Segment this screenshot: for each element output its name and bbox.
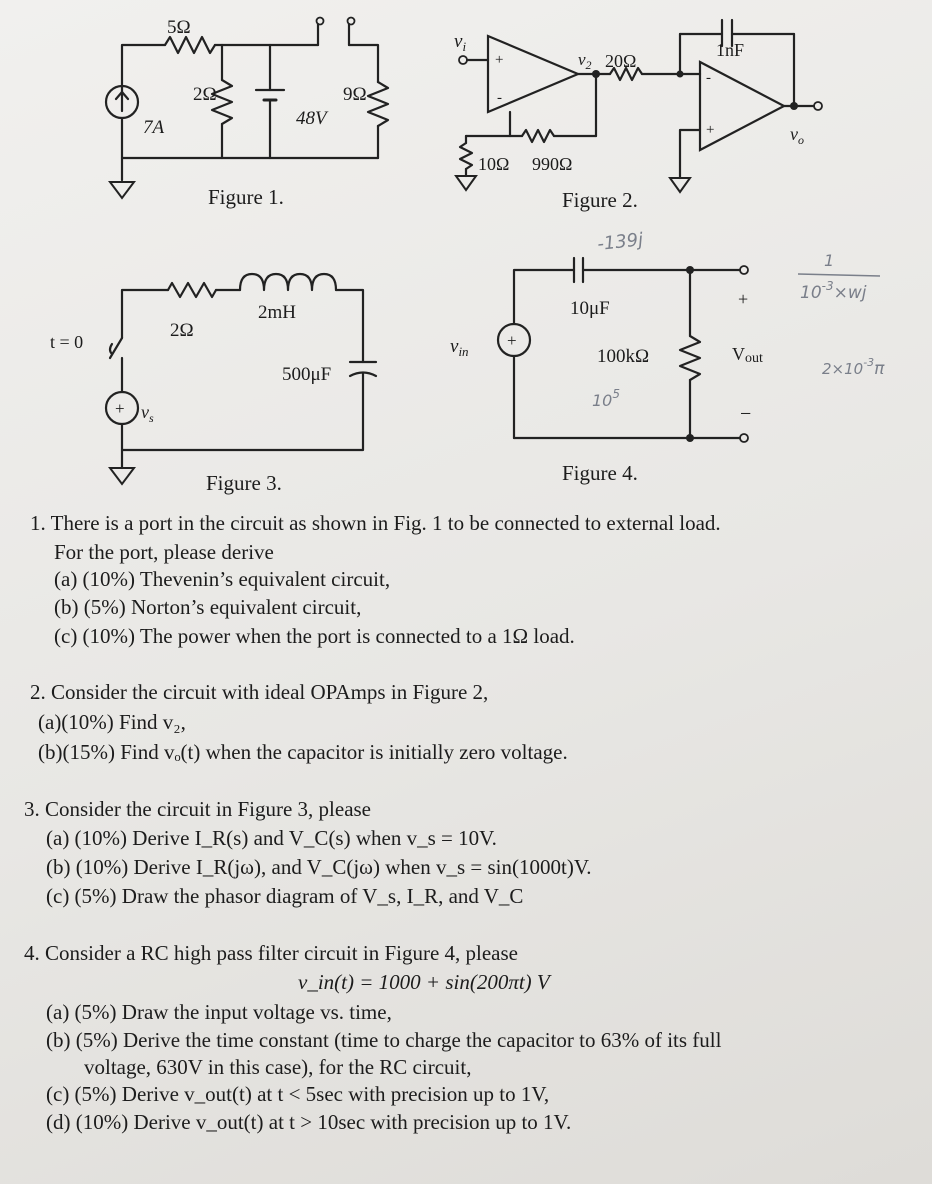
fig1-label-5ohm: 5Ω: [167, 17, 191, 38]
q4-a: (a) (5%) Draw the input voltage vs. time…: [46, 1000, 392, 1024]
fig1-resistor-2ohm: [210, 78, 234, 126]
fig3-resistor-2ohm: [166, 281, 218, 299]
q1-a: (a) (10%) Thevenin’s equivalent circuit,: [54, 567, 391, 591]
q2-b: (b)(15%) Find vₒ(t) when the capacitor i…: [38, 740, 568, 764]
q4-line1: 4. Consider a RC high pass filter circui…: [24, 941, 518, 965]
fig2-label-v2: v2: [578, 50, 592, 72]
fig4-voltage-source: [496, 322, 532, 358]
fig2-label-vo: vo: [790, 124, 804, 147]
fig2-resistor-990ohm: [520, 128, 556, 144]
q3-c: (c) (5%) Draw the phasor diagram of V_s,…: [46, 884, 524, 908]
fig2-opamp-2: [698, 60, 787, 152]
figure-2: vi + - v2 20Ω 10Ω 990Ω - + 1nF: [454, 18, 823, 212]
note-one: 1: [824, 251, 834, 270]
fig1-resistor-9ohm: [366, 80, 390, 128]
note-denominator: 10-3×wj: [800, 279, 867, 303]
svg-text:+: +: [507, 331, 517, 350]
fig3-label-2ohm: 2Ω: [170, 320, 194, 341]
fig1-port-terminal-right[interactable]: [346, 16, 356, 26]
fig3-ground: [108, 467, 136, 486]
q4-b1: (b) (5%) Derive the time constant (time …: [46, 1028, 722, 1052]
fig2-label-vi: vi: [454, 31, 466, 54]
fig4-caption: Figure 4.: [562, 461, 638, 485]
fig2-output-terminal[interactable]: [813, 101, 823, 111]
fig1-resistor-5ohm: [163, 35, 217, 55]
q3-b: (b) (10%) Derive I_R(jω), and V_C(jω) wh…: [46, 855, 592, 879]
q1-line1: 1. There is a port in the circuit as sho…: [30, 511, 721, 535]
fig2-label-1nf: 1nF: [716, 40, 744, 60]
fig2-label-10ohm: 10Ω: [478, 154, 509, 174]
fig2-opamp-1: [486, 34, 581, 114]
q1-c: (c) (10%) The power when the port is con…: [54, 624, 575, 648]
q1-b: (b) (5%) Norton’s equivalent circuit,: [54, 595, 362, 619]
q4-d: (d) (10%) Derive v_out(t) at t > 10sec w…: [46, 1110, 572, 1134]
note-10-5: 105: [592, 387, 620, 410]
fig3-inductor-2mh: [238, 272, 338, 292]
fig3-label-2mh: 2mH: [258, 302, 296, 323]
fig4-output-minus-terminal[interactable]: [739, 433, 749, 443]
figure-1: 5Ω 2Ω 9Ω 7A 48V Figure 1.: [104, 16, 390, 209]
fig1-top-wire-left: [120, 43, 167, 97]
figure-4: + vin 10μF 100kΩ + Vout − Figure 4.: [450, 256, 763, 485]
fig3-capacitor-plate-2: [348, 371, 378, 378]
q2-line1: 2. Consider the circuit with ideal OPAmp…: [30, 680, 489, 704]
svg-text:+: +: [706, 122, 714, 138]
fig4-resistor-100k: [678, 334, 702, 382]
fig1-label-2ohm: 2Ω: [193, 84, 217, 105]
q3-a: (a) (10%) Derive I_R(s) and V_C(s) when …: [46, 826, 497, 850]
fig1-label-9ohm: 9Ω: [343, 84, 367, 105]
fig4-label-minus: −: [740, 403, 751, 425]
fig1-caption: Figure 1.: [208, 185, 284, 209]
svg-text:-: -: [706, 70, 711, 86]
fig2-caption: Figure 2.: [562, 188, 638, 212]
q1-line2: For the port, please derive: [54, 540, 274, 564]
fig2-label-20ohm: 20Ω: [605, 51, 636, 71]
note-2e-3-pi: 2×10-3π: [822, 356, 885, 379]
figure-3: + t = 0 2Ω 2mH 500μF vs Figure 3.: [50, 272, 378, 495]
fig2-ground-1: [454, 175, 478, 192]
fig4-label-100k: 100kΩ: [597, 346, 649, 367]
handwritten-notes: -139j 105 1 10-3×wj 2×10-3π: [592, 229, 885, 410]
fig4-label-10uf: 10μF: [570, 298, 610, 319]
fig3-label-vs: vs: [141, 402, 154, 425]
q4-equation: v_in(t) = 1000 + sin(200πt) V: [298, 970, 550, 994]
svg-text:+: +: [495, 52, 503, 68]
circuit-figures: 5Ω 2Ω 9Ω 7A 48V Figure 1. vi + - v2 20Ω …: [50, 16, 885, 495]
svg-text:-: -: [497, 90, 502, 106]
fig1-ground: [108, 181, 136, 200]
q4-c: (c) (5%) Derive v_out(t) at t < 5sec wit…: [46, 1082, 550, 1106]
fig1-port-terminal-left[interactable]: [315, 16, 325, 26]
fig2-resistor-20ohm: [608, 66, 644, 82]
fig4-output-plus-terminal[interactable]: [739, 265, 749, 275]
note-fraction-bar: [797, 273, 881, 277]
fig4-label-plus: +: [738, 289, 748, 309]
q2-a: (a)(10%) Find v₂,: [38, 710, 186, 734]
fig2-ground-2: [668, 177, 692, 194]
svg-text:+: +: [115, 399, 125, 418]
fig1-label-48v: 48V: [296, 108, 329, 129]
fig4-label-vout: Vout: [732, 344, 763, 366]
q3-line1: 3. Consider the circuit in Figure 3, ple…: [24, 797, 372, 821]
fig1-label-7a: 7A: [143, 117, 165, 138]
fig2-label-990ohm: 990Ω: [532, 154, 572, 174]
fig2-resistor-10ohm: [458, 141, 474, 171]
fig3-label-500uf: 500μF: [282, 364, 331, 385]
q4-b2: voltage, 630V in this case), for the RC …: [84, 1055, 472, 1079]
note-minus-139j: -139j: [596, 229, 644, 255]
fig4-label-vin: vin: [450, 336, 469, 359]
fig3-label-switch: t = 0: [50, 332, 83, 352]
fig3-caption: Figure 3.: [206, 471, 282, 495]
